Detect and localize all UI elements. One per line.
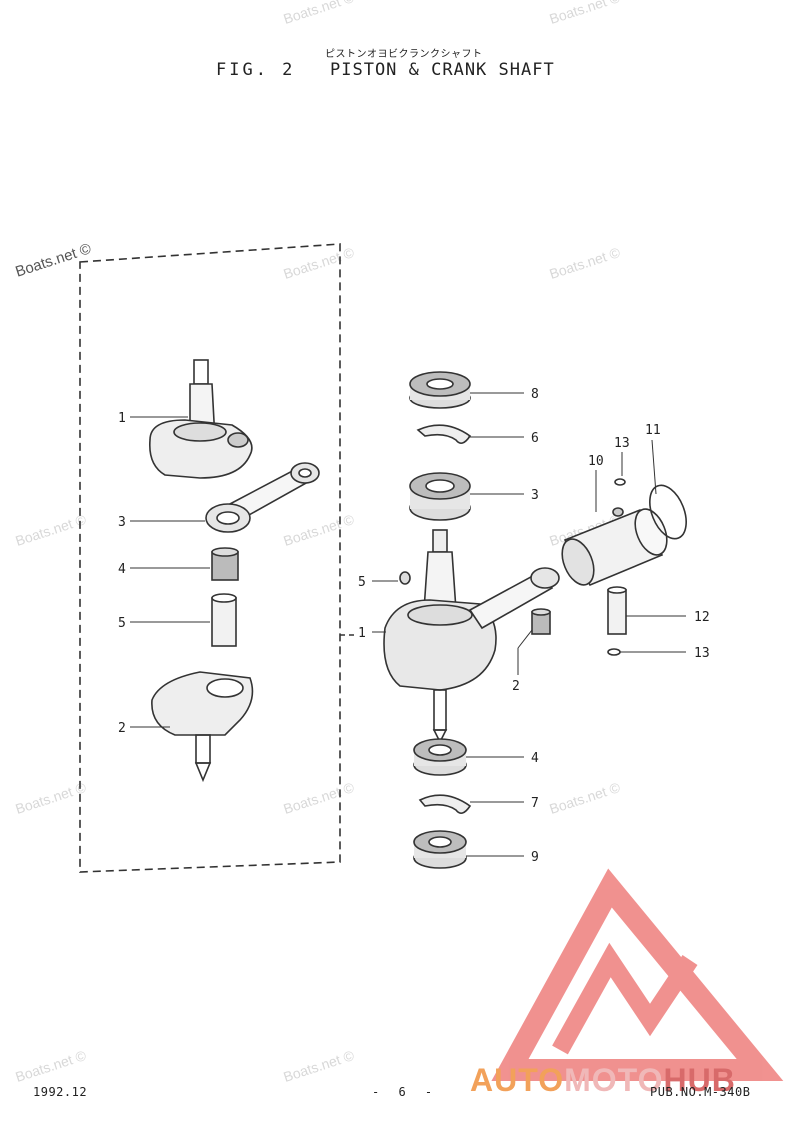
- callout-label: 6: [531, 431, 539, 446]
- brand-logo-icon: [491, 868, 784, 1081]
- callout-label: 12: [694, 610, 710, 625]
- figure-title: PISTON & CRANK SHAFT: [330, 60, 555, 80]
- callout-label: 4: [118, 562, 126, 577]
- callout-label: 1: [118, 411, 126, 426]
- callout-label: 7: [531, 796, 539, 811]
- callout-label: 2: [118, 721, 126, 736]
- brand-part: HUB: [663, 1062, 736, 1098]
- clip-icon: [607, 648, 621, 656]
- callout-label: 4: [531, 751, 539, 766]
- callout-label: 9: [531, 850, 539, 865]
- callout-label: 2: [512, 679, 520, 694]
- callout-label: 11: [645, 423, 661, 438]
- piston-icon: [561, 507, 668, 587]
- page-number: - 6 -: [372, 1085, 439, 1099]
- callout-label: 3: [531, 488, 539, 503]
- footer-date: 1992.12: [33, 1085, 88, 1099]
- circlip-icon: [418, 794, 472, 814]
- crankshaft-upper-icon: [148, 359, 253, 479]
- callout-label: 5: [118, 616, 126, 631]
- clip-icon: [614, 478, 626, 486]
- ball-bearing-icon: [409, 472, 471, 521]
- brand-part: MOTO: [564, 1062, 664, 1098]
- oil-seal-icon: [409, 371, 471, 409]
- brand-part: AUTO: [470, 1062, 565, 1098]
- crank-pin-icon: [211, 593, 237, 647]
- publication-number: PUB.NO.M-340B: [650, 1085, 751, 1099]
- piston-pin-icon: [607, 586, 627, 635]
- crankshaft-lower-icon: [151, 671, 254, 783]
- assembly-outline: [79, 243, 341, 873]
- oil-seal-icon: [413, 830, 467, 869]
- figure-number: FIG. 2: [216, 60, 296, 80]
- brand-wordmark: AUTOMOTOHUB: [470, 1062, 736, 1099]
- callout-label: 10: [588, 454, 604, 469]
- japanese-title: ピストンオヨビクランクシャフト: [325, 49, 483, 60]
- needle-bearing-icon: [531, 608, 551, 635]
- ball-bearing-icon: [413, 738, 467, 776]
- callout-label: 13: [614, 436, 630, 451]
- callout-label: 3: [118, 515, 126, 530]
- piston-ring-icon: [649, 484, 687, 540]
- callout-label: 8: [531, 387, 539, 402]
- needle-bearing-icon: [211, 547, 239, 581]
- crankshaft-assembly-icon: [383, 529, 560, 744]
- callout-label: 1: [358, 626, 366, 641]
- leader-lines: [130, 392, 686, 857]
- woodruff-key-icon: [399, 571, 411, 585]
- connecting-rod-icon: [205, 462, 320, 533]
- callout-label: 13: [694, 646, 710, 661]
- callout-label: 5: [358, 575, 366, 590]
- callout-numbers: 1 3 4 5 2 8 6 3 5 1 2 4 7 9 10 11 12 13 …: [118, 387, 710, 865]
- circlip-icon: [416, 424, 472, 444]
